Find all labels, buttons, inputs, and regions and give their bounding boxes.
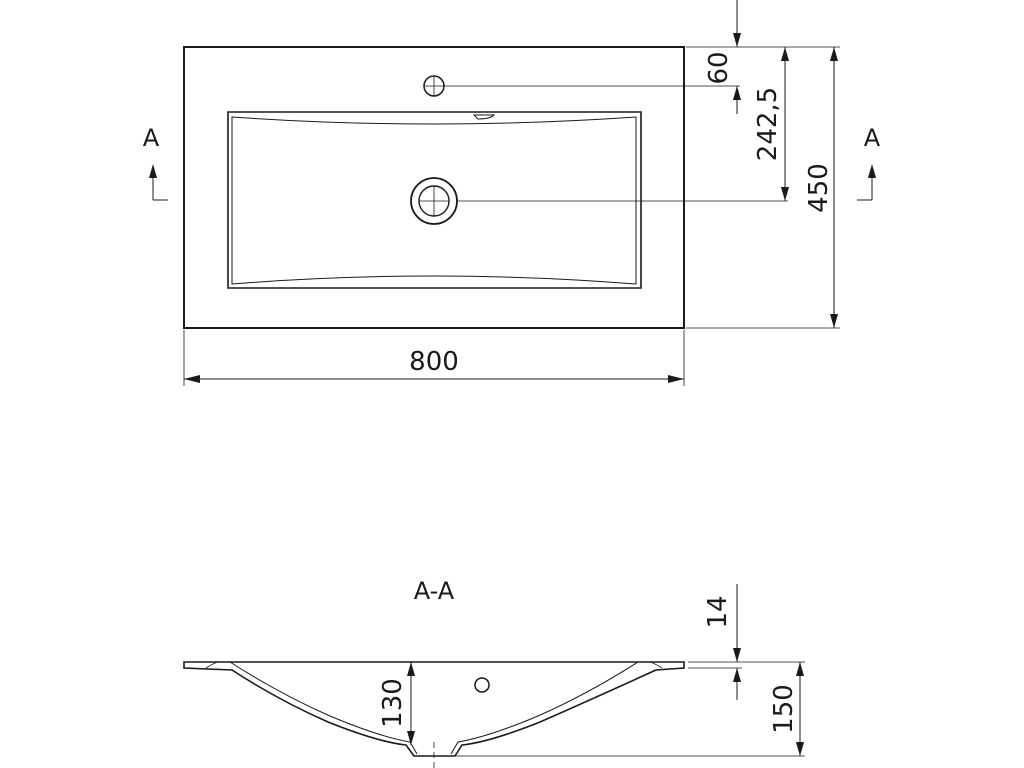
section-marker-right: A <box>857 124 881 201</box>
bowl-outline-outer <box>227 111 642 289</box>
section-profile-inner <box>214 661 654 755</box>
dim-rim-thickness: 14 <box>703 595 733 628</box>
dim-total-height: 150 <box>769 684 799 734</box>
section-label-left: A <box>143 124 160 152</box>
overflow-slot <box>472 114 496 120</box>
dim-depth: 450 <box>804 163 834 213</box>
bowl-outline-inner <box>231 116 637 285</box>
section-label-right: A <box>864 124 881 152</box>
dim-bowl-depth: 130 <box>378 678 408 728</box>
section-title: A-A <box>414 577 455 605</box>
section-profile-outer <box>183 661 685 757</box>
plan-view: 60 242,5 450 800 A A <box>143 0 881 386</box>
section-view: A-A 14 130 150 <box>183 577 805 768</box>
section-marker-left: A <box>143 124 168 201</box>
dim-drain-offset: 242,5 <box>753 87 783 161</box>
basin-outline <box>183 46 685 329</box>
dim-tap-offset: 60 <box>704 51 734 84</box>
overflow-hole <box>474 677 490 693</box>
dim-width: 800 <box>409 347 459 377</box>
